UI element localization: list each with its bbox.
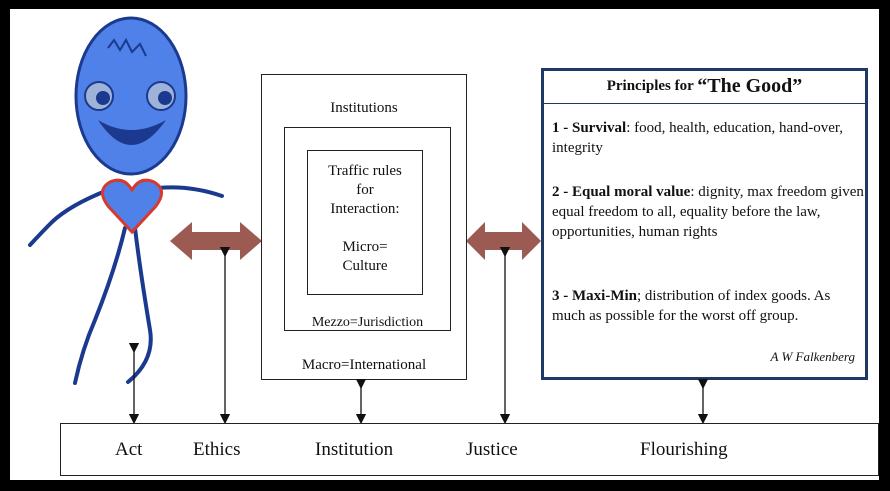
- mezzo-label: Mezzo=Jurisdiction: [311, 315, 424, 330]
- right-leg: [126, 226, 153, 384]
- hair-zigzag: [107, 37, 147, 57]
- principle-equal-value-heading: 2 - Equal moral value: [552, 184, 691, 200]
- left-leg: [73, 226, 127, 385]
- double-arrow-right: [466, 222, 541, 260]
- principle-maximin: 3 - Maxi-Min; distribution of index good…: [552, 286, 864, 326]
- smile: [98, 120, 166, 145]
- principle-survival-text: : food, health, education, hand-over, in…: [552, 120, 844, 156]
- traffic-rules-text: Traffic rules for Interaction: Micro= Cu…: [308, 162, 422, 276]
- double-arrow-left: [170, 222, 262, 260]
- label-institution: Institution: [315, 439, 394, 460]
- principles-title-quoted: “The Good”: [697, 75, 803, 97]
- principles-title: Principles for “The Good”: [544, 71, 865, 104]
- principle-equal-value: 2 - Equal moral value: dignity, max free…: [552, 182, 864, 242]
- label-flourishing: Flourishing: [640, 439, 728, 460]
- institutions-label: Institutions: [330, 100, 398, 116]
- principle-survival-heading: 1 - Survival: [552, 120, 627, 136]
- principles-title-prefix: Principles for: [606, 78, 698, 94]
- left-arm: [28, 188, 110, 247]
- label-act: Act: [115, 439, 143, 460]
- head: [74, 16, 188, 176]
- label-ethics: Ethics: [193, 439, 241, 460]
- traffic-line-1: Traffic rules: [328, 163, 402, 179]
- traffic-line-2: for: [356, 182, 374, 198]
- heart: [101, 178, 163, 235]
- principle-maximin-heading: 3 - Maxi-Min: [552, 288, 637, 304]
- bottom-bar: [60, 423, 879, 476]
- principle-maximin-text: ; distribution of index goods. As much a…: [552, 288, 831, 324]
- micro-line: Micro=: [342, 239, 388, 255]
- culture-line: Culture: [342, 258, 388, 274]
- right-arm: [156, 185, 224, 198]
- macro-label: Macro=International: [301, 357, 427, 373]
- culture-box: Traffic rules for Interaction: Micro= Cu…: [307, 150, 423, 295]
- principle-equal-value-text: : dignity, max freedom given equal freed…: [552, 184, 864, 240]
- principles-box: Principles for “The Good” 1 - Survival: …: [541, 68, 868, 380]
- right-pupil: [158, 91, 172, 105]
- label-justice: Justice: [466, 439, 518, 460]
- traffic-line-3: Interaction:: [330, 201, 400, 217]
- left-pupil: [96, 91, 110, 105]
- author-signature: A W Falkenberg: [770, 349, 855, 364]
- principle-survival: 1 - Survival: food, health, education, h…: [552, 118, 864, 158]
